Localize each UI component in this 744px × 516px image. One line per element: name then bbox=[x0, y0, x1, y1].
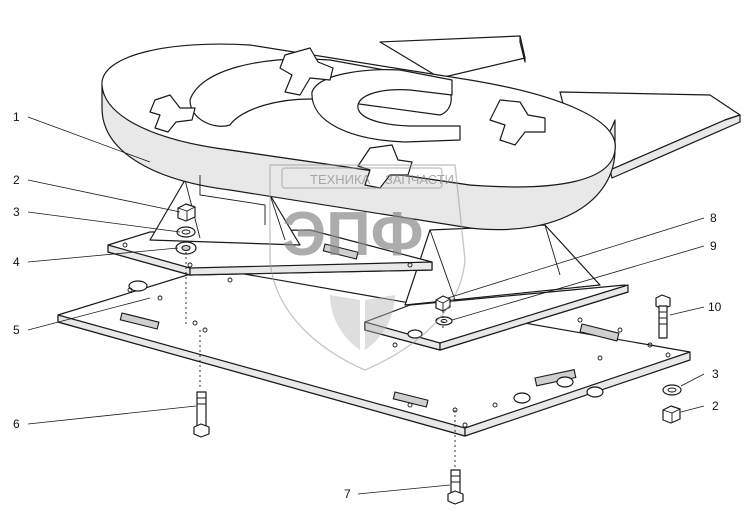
watermark-logo: ТЕХНИКА ЗАПЧАСТИ ЭПФ bbox=[269, 164, 466, 371]
watermark-top-text: ТЕХНИКА bbox=[310, 172, 371, 187]
callout-3-left: 3 bbox=[13, 205, 20, 219]
nut-2-right bbox=[662, 405, 681, 424]
callout-2-left: 2 bbox=[13, 173, 20, 187]
plate-holes bbox=[127, 262, 671, 428]
bolt-10 bbox=[655, 294, 671, 339]
leader-lines bbox=[27, 116, 705, 495]
callout-1: 1 bbox=[13, 110, 20, 124]
callout-7: 7 bbox=[344, 487, 351, 501]
assembly-axes bbox=[185, 252, 456, 468]
bolt-7 bbox=[447, 469, 464, 505]
washer-9 bbox=[435, 316, 453, 326]
callout-6: 6 bbox=[13, 417, 20, 431]
watermark-logo-text: ЭПФ bbox=[282, 200, 424, 269]
right-mounting-bracket bbox=[364, 224, 629, 351]
callout-labels: 1 2 3 4 5 6 7 8 9 10 3 2 bbox=[13, 110, 722, 501]
washer-3-right bbox=[662, 384, 682, 396]
callout-2-right: 2 bbox=[712, 399, 719, 413]
callout-3-right: 3 bbox=[712, 367, 719, 381]
callout-4: 4 bbox=[13, 255, 20, 269]
nut-2-left bbox=[177, 203, 196, 222]
nut-8 bbox=[435, 295, 451, 312]
fifth-wheel-saddle bbox=[101, 35, 741, 231]
bolt-6 bbox=[193, 391, 210, 438]
callout-5: 5 bbox=[13, 323, 20, 337]
callout-10: 10 bbox=[708, 300, 722, 314]
callout-9: 9 bbox=[710, 239, 717, 253]
watermark-top-text-2: ЗАПЧАСТИ bbox=[385, 172, 454, 187]
callout-8: 8 bbox=[710, 211, 717, 225]
base-plate bbox=[57, 262, 691, 437]
